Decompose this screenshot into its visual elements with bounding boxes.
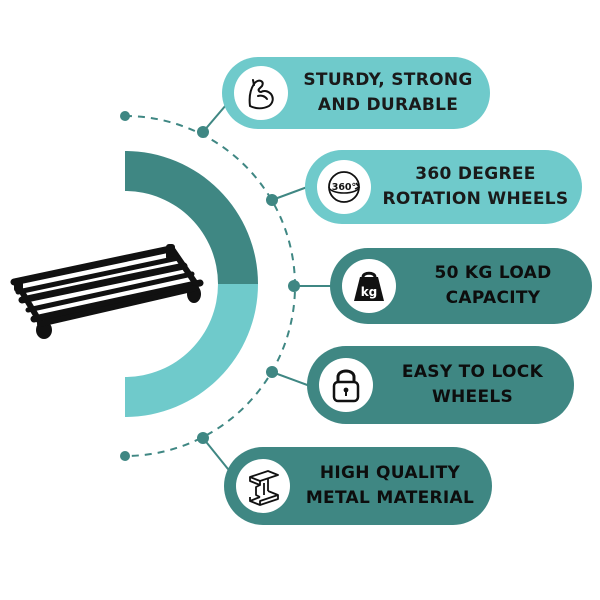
ring-upper-segment — [125, 151, 258, 284]
padlock-icon — [332, 369, 360, 403]
curve-end-dot-top — [120, 111, 130, 121]
connector-dots — [197, 126, 300, 444]
feature-line-1: 360 DEGREE — [415, 164, 536, 184]
icon-circle: 360° — [317, 160, 371, 214]
feature-label: STURDY, STRONG AND DURABLE — [298, 68, 478, 118]
weight-kg-icon: kg — [354, 271, 384, 301]
feature-pill-lock: EASY TO LOCK WHEELS — [307, 346, 574, 424]
feature-pill-metal: HIGH QUALITY METAL MATERIAL — [224, 447, 492, 525]
feature-line-1: STURDY, STRONG — [303, 70, 473, 90]
feature-label: HIGH QUALITY METAL MATERIAL — [300, 461, 480, 511]
feature-label: EASY TO LOCK WHEELS — [383, 360, 562, 410]
steel-beam-icon — [249, 470, 279, 506]
icon-circle: kg — [342, 259, 396, 313]
feature-pill-rotation: 360° 360 DEGREE ROTATION WHEELS — [305, 150, 582, 224]
feature-pill-load: kg 50 KG LOAD CAPACITY — [330, 248, 592, 324]
product-caddy-image — [10, 244, 204, 339]
icon-circle — [234, 66, 288, 120]
flexed-arm-icon — [248, 79, 274, 110]
feature-line-2: AND DURABLE — [317, 95, 459, 115]
rotation-icon-text: 360° — [332, 182, 357, 193]
rotation-360-icon: 360° — [328, 171, 361, 203]
icon-circle — [236, 459, 290, 513]
feature-line-1: EASY TO LOCK — [401, 362, 544, 382]
curve-end-dot-bottom — [120, 451, 130, 461]
ring-lower-segment — [125, 284, 258, 417]
icon-circle — [319, 358, 373, 412]
feature-line-2: CAPACITY — [445, 288, 541, 308]
feature-line-1: 50 KG LOAD — [434, 263, 552, 283]
feature-pill-sturdy: STURDY, STRONG AND DURABLE — [222, 57, 490, 129]
feature-line-2: WHEELS — [431, 387, 514, 407]
feature-line-2: METAL MATERIAL — [305, 488, 475, 508]
feature-line-1: HIGH QUALITY — [319, 463, 461, 483]
feature-label: 360 DEGREE ROTATION WHEELS — [381, 162, 570, 212]
weight-icon-text: kg — [361, 285, 378, 299]
feature-line-2: ROTATION WHEELS — [382, 189, 569, 209]
feature-label: 50 KG LOAD CAPACITY — [406, 261, 580, 311]
